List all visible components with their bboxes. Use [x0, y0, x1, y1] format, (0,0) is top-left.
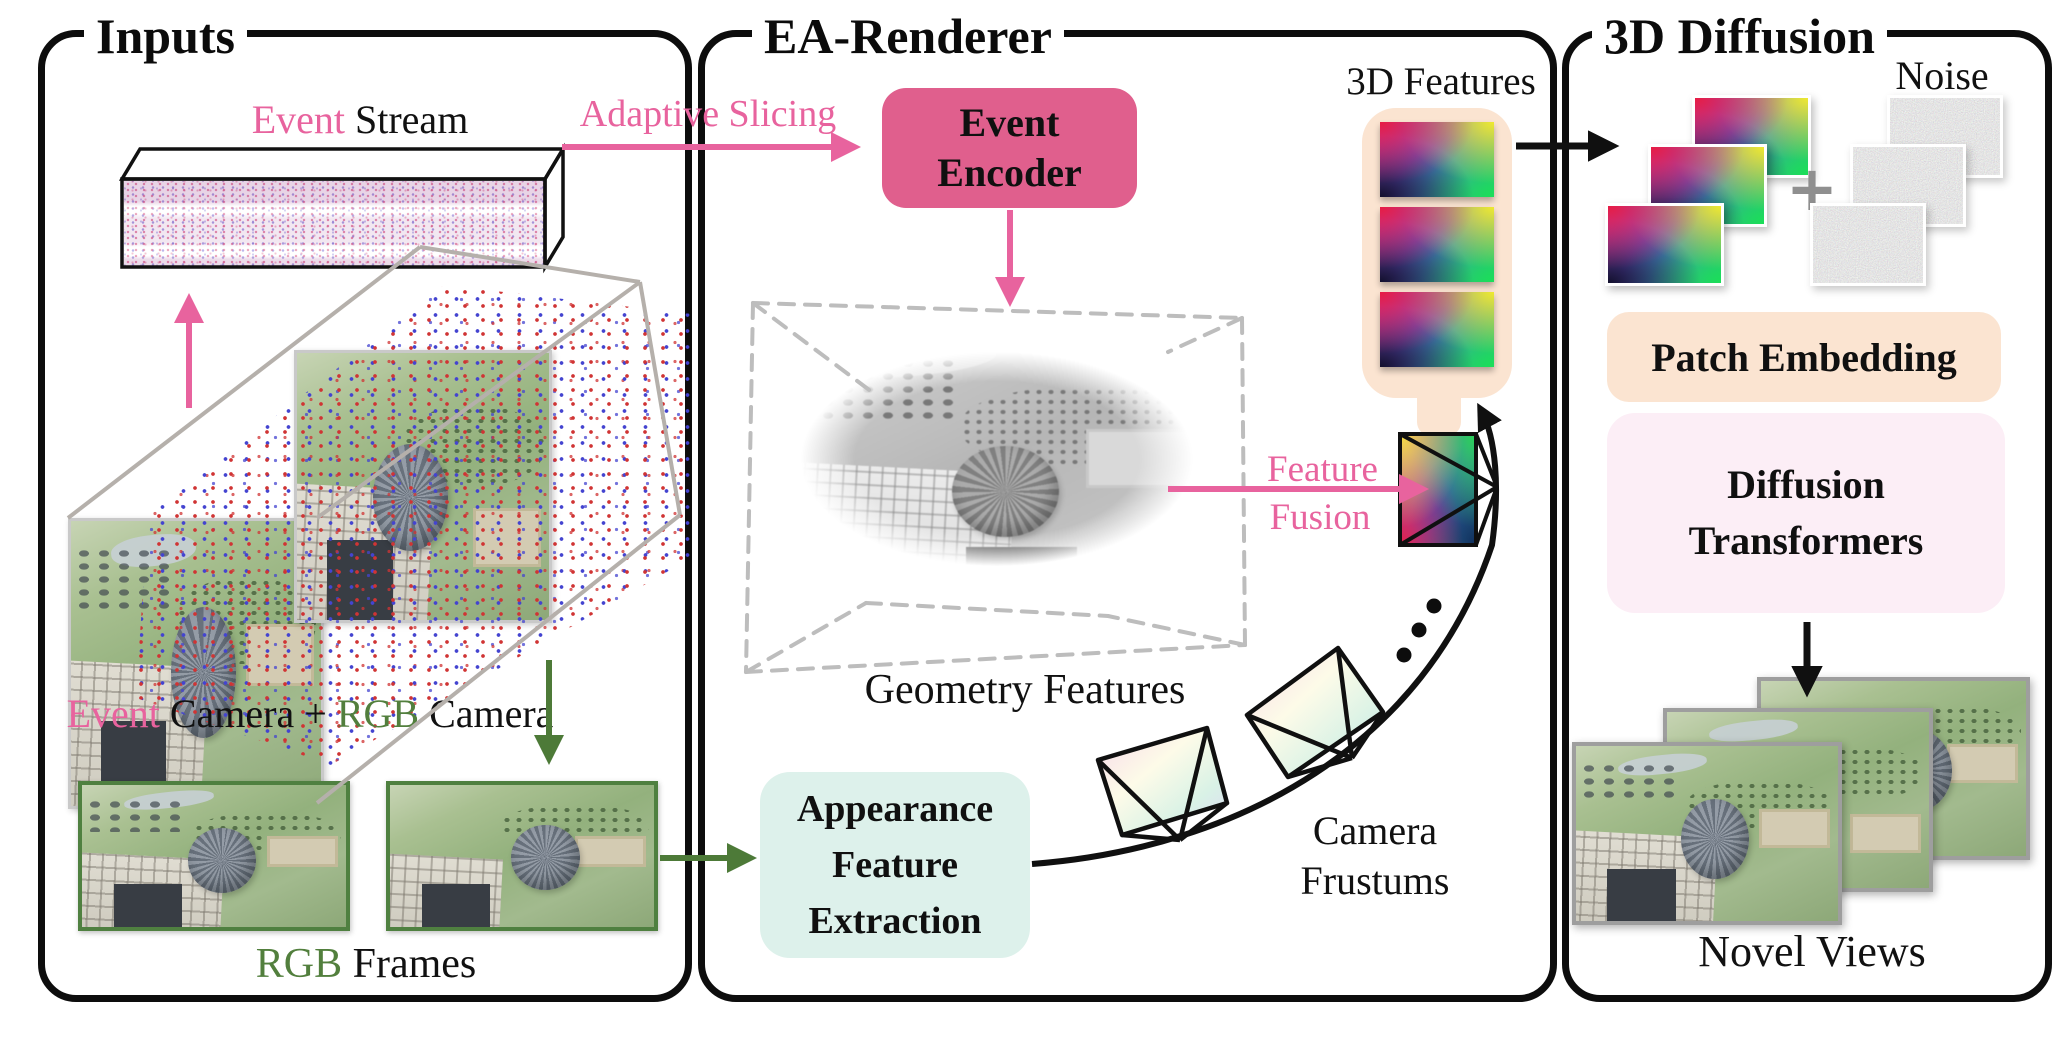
geometry-features-label: Geometry Features: [864, 667, 1186, 713]
diffusion-feature-map-front: [1605, 203, 1724, 286]
feature-fusion-label-line2: Fusion: [1269, 497, 1371, 538]
building-entrance-shape: [965, 547, 1078, 591]
courtyard-shape: [574, 836, 647, 868]
appearance-line1: Appearance: [796, 788, 994, 830]
diffusion-panel-title: 3D Diffusion: [1592, 8, 1887, 64]
features-3d-label: 3D Features: [1346, 60, 1536, 103]
village-roofs-shape: [84, 797, 191, 832]
rgb-frames-label-frames: Frames: [342, 941, 477, 987]
camera-label: Event Camera + RGB Camera: [60, 692, 560, 736]
camera-frustums-line1: Camera: [1312, 808, 1438, 853]
event-encoder-line2: Encoder: [937, 150, 1082, 195]
dome-shape: [952, 445, 1060, 537]
patch-embedding-box: Patch Embedding: [1607, 312, 2001, 402]
event-encoder-box: Event Encoder: [882, 88, 1137, 208]
noise-map-front: [1810, 203, 1926, 286]
appearance-line2: Feature: [832, 844, 958, 886]
building-entrance-shape: [421, 884, 491, 927]
geometry-features-image: [774, 333, 1220, 601]
rgb-frames-label-rgb: RGB: [255, 941, 343, 987]
noise-label: Noise: [1895, 53, 1989, 98]
courtyard-shape: [1759, 809, 1831, 848]
appearance-feature-extraction-box: Appearance Feature Extraction: [760, 772, 1030, 958]
courtyard-shape: [266, 836, 339, 868]
ea-renderer-panel: [698, 30, 1557, 1002]
appearance-line3: Extraction: [808, 900, 982, 942]
camera-frustums-label: Camera Frustums: [1270, 806, 1480, 906]
courtyard-shape: [1850, 814, 1922, 853]
adaptive-slicing-label: Adaptive Slicing: [579, 93, 837, 135]
building-entrance-shape: [113, 884, 183, 927]
feature-map-2: [1380, 207, 1494, 282]
feature-map-1: [1380, 122, 1494, 197]
ea-renderer-panel-title: EA-Renderer: [752, 8, 1064, 64]
diffusion-transformers-line2: Transformers: [1688, 518, 1924, 563]
camera-label-event: Event: [66, 691, 160, 736]
dome-shape: [511, 824, 581, 891]
feature-map-3: [1380, 292, 1494, 367]
water-shape: [1708, 716, 1799, 745]
diffusion-transformers-box: Diffusion Transformers: [1607, 413, 2005, 613]
rgb-frame-1: [78, 781, 350, 931]
event-encoder-line1: Event: [959, 100, 1060, 145]
event-stream-label: Event Stream: [180, 98, 540, 142]
event-stream-label-stream: Stream: [345, 97, 469, 142]
courtyard-shape: [1946, 744, 2019, 783]
diffusion-transformers-line1: Diffusion: [1727, 462, 1885, 507]
village-roofs-shape: [1578, 761, 1684, 804]
rgb-frames-label: RGB Frames: [166, 942, 566, 986]
rgb-frame-2: [386, 781, 658, 931]
inputs-panel-title: Inputs: [84, 8, 247, 64]
camera-label-camera: Camera: [419, 691, 554, 736]
village-roofs-shape: [778, 357, 957, 422]
building-entrance-shape: [1607, 868, 1676, 921]
camera-label-plus: Camera +: [159, 691, 337, 736]
novel-view-front: [1572, 742, 1842, 925]
patch-embedding-label: Patch Embedding: [1651, 334, 1957, 380]
dome-shape: [187, 827, 257, 893]
features-3d-container-stem: [1417, 390, 1461, 436]
camera-frustums-line2: Frustums: [1300, 858, 1450, 903]
camera-label-rgb: RGB: [336, 691, 420, 736]
novel-views-label: Novel Views: [1698, 927, 1926, 976]
feature-fusion-label-line1: Feature: [1267, 449, 1378, 490]
courtyard-shape: [1086, 429, 1207, 489]
event-stream-texture: [124, 181, 544, 266]
event-stream-label-event: Event: [251, 97, 345, 142]
dome-shape: [1680, 798, 1749, 879]
